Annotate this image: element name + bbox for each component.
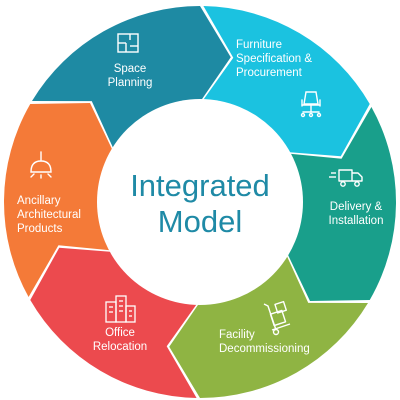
segment-space-planning [31, 6, 231, 151]
office-chair-icon [300, 91, 322, 118]
segment-label-furniture: Furniture Specification & Procurement [236, 39, 313, 79]
center-title: Integrated Model [100, 168, 300, 240]
segment-label-delivery: Delivery & Installation [328, 201, 384, 227]
segment-relocation [30, 247, 199, 398]
segment-label-decommissioning: Facility Decommissioning [219, 329, 310, 355]
center-title-line2: Model [157, 204, 243, 239]
segment-ancillary [4, 102, 114, 298]
segment-label-space-planning: Space Planning [107, 63, 153, 89]
office-buildings-icon [105, 295, 136, 323]
center-circle [97, 99, 303, 305]
delivery-truck-icon [329, 169, 363, 187]
segment-decommissioning [169, 253, 369, 398]
hand-truck-icon [263, 300, 291, 336]
segment-furniture [201, 6, 370, 157]
segment-label-ancillary: Ancillary Architectural Products [17, 195, 81, 235]
pendant-lamp-icon [30, 151, 52, 179]
segment-label-relocation: Office Relocation [92, 327, 148, 353]
floor-plan-icon [117, 33, 139, 53]
center-title-line1: Integrated [130, 168, 270, 203]
segment-delivery [286, 106, 396, 302]
